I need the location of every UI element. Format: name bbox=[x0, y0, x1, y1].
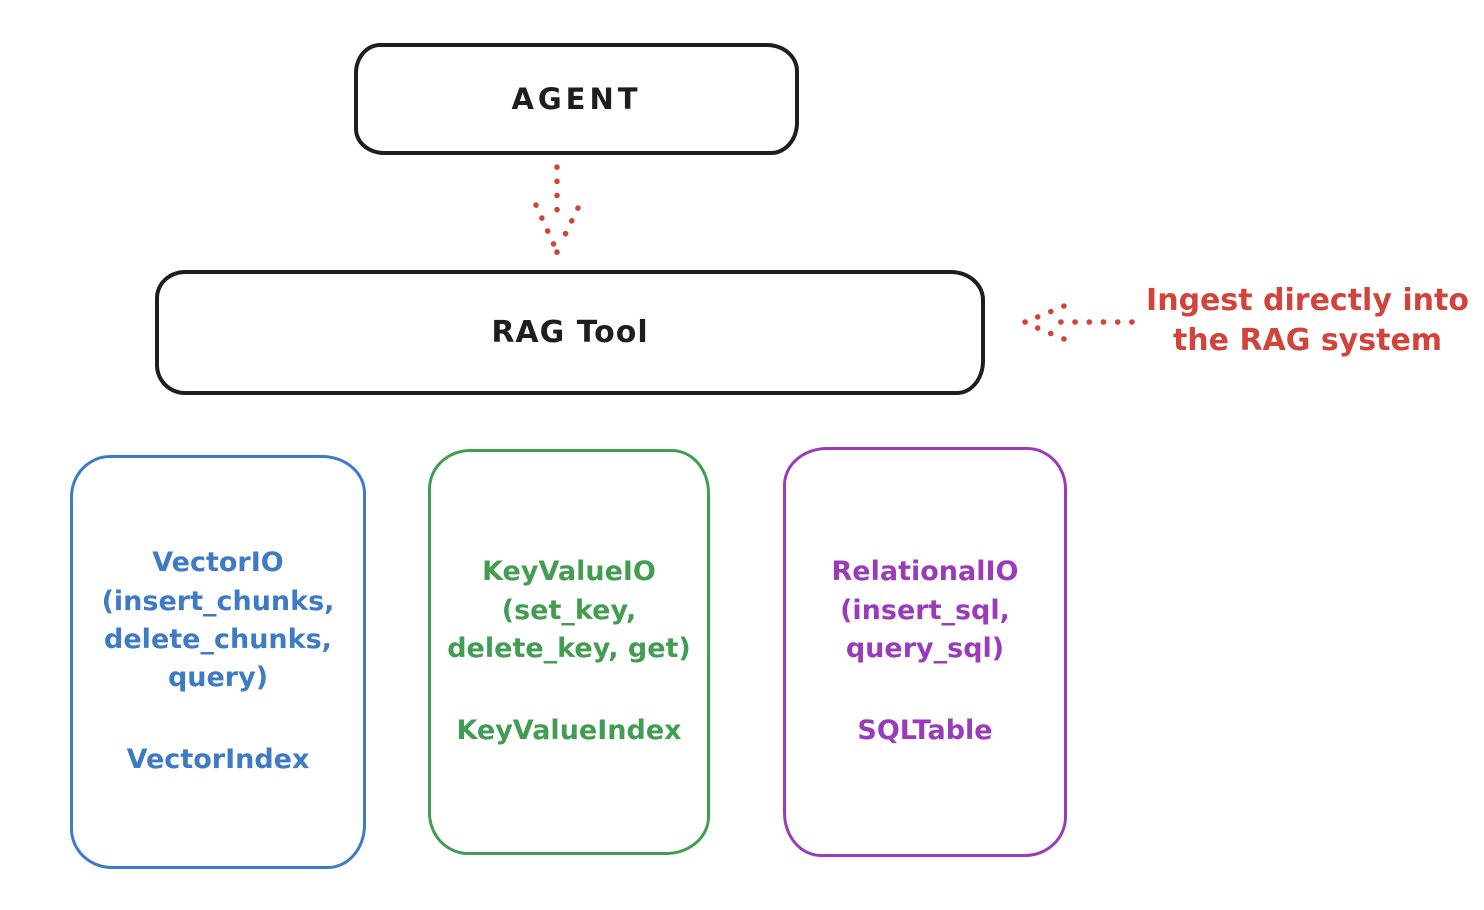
agent-label: AGENT bbox=[511, 82, 642, 116]
rag-tool-label: RAG Tool bbox=[491, 315, 649, 350]
agent-node: AGENT bbox=[354, 43, 799, 155]
vector-io-methods: VectorIO (insert_chunks, delete_chunks, … bbox=[101, 547, 335, 694]
rag-tool-node: RAG Tool bbox=[155, 270, 985, 395]
keyvalue-io-methods: KeyValueIO (set_key, delete_key, get) bbox=[447, 556, 691, 664]
vector-io-node: VectorIO (insert_chunks, delete_chunks, … bbox=[70, 455, 366, 869]
keyvalue-index-label: KeyValueIndex bbox=[456, 715, 682, 747]
vector-index-label: VectorIndex bbox=[126, 744, 310, 776]
arrow-agent-to-rag-tool-icon bbox=[533, 164, 581, 256]
ingest-annotation-text: Ingest directly into the RAG system bbox=[1146, 283, 1469, 358]
sql-table-label: SQLTable bbox=[857, 715, 993, 747]
keyvalue-io-node: KeyValueIO (set_key, delete_key, get) Ke… bbox=[428, 449, 710, 855]
relational-io-methods: RelationalIO (insert_sql, query_sql) bbox=[831, 556, 1019, 664]
arrow-annotation-to-rag-tool-icon bbox=[1022, 303, 1135, 342]
relational-io-node: RelationalIO (insert_sql, query_sql) SQL… bbox=[783, 447, 1067, 857]
